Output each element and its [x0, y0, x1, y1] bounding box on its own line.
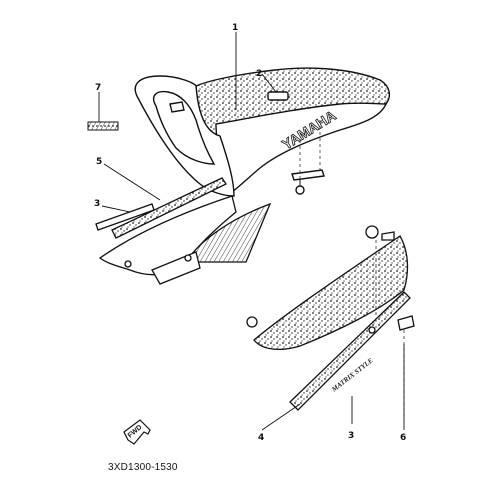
callout-2: 2 — [256, 69, 262, 79]
seat-assembly: YAMAHA — [134, 67, 391, 197]
leader-lines — [98, 32, 405, 431]
right-cover-screw — [368, 326, 376, 334]
fwd-arrow-icon: FWD — [123, 419, 151, 445]
callout-1: 1 — [232, 23, 238, 33]
decal-7 — [87, 121, 119, 131]
stripe-strip-upper — [111, 177, 227, 239]
right-cover-grommet-2 — [365, 225, 379, 239]
callout-7: 7 — [95, 83, 101, 93]
callout-6: 6 — [400, 433, 406, 443]
left-cover-grommet — [124, 260, 132, 268]
seat-bracket — [291, 169, 325, 181]
decal-6 — [397, 315, 415, 331]
seat-tail-inner — [152, 90, 216, 165]
stripe-tape-upper — [95, 203, 155, 231]
right-cover-grommet — [246, 316, 258, 328]
callout-4: 4 — [258, 433, 264, 443]
seat-grab-handle — [267, 91, 289, 101]
left-cover-lower-panel — [184, 202, 272, 263]
seat-alignment-lines — [299, 120, 321, 180]
callout-3-lower: 3 — [348, 431, 354, 441]
right-cover-front-grommet — [381, 231, 395, 241]
callout-3-upper: 3 — [94, 199, 100, 209]
right-side-cover — [253, 235, 409, 351]
callout-5: 5 — [96, 157, 102, 167]
seat-nut — [295, 185, 305, 195]
left-side-cover-group — [95, 177, 272, 285]
left-cover-grommet-2 — [184, 254, 192, 262]
part-code: 3XD1300-1530 — [108, 462, 178, 473]
right-side-cover-group — [246, 225, 415, 411]
tail-decal — [169, 101, 185, 113]
